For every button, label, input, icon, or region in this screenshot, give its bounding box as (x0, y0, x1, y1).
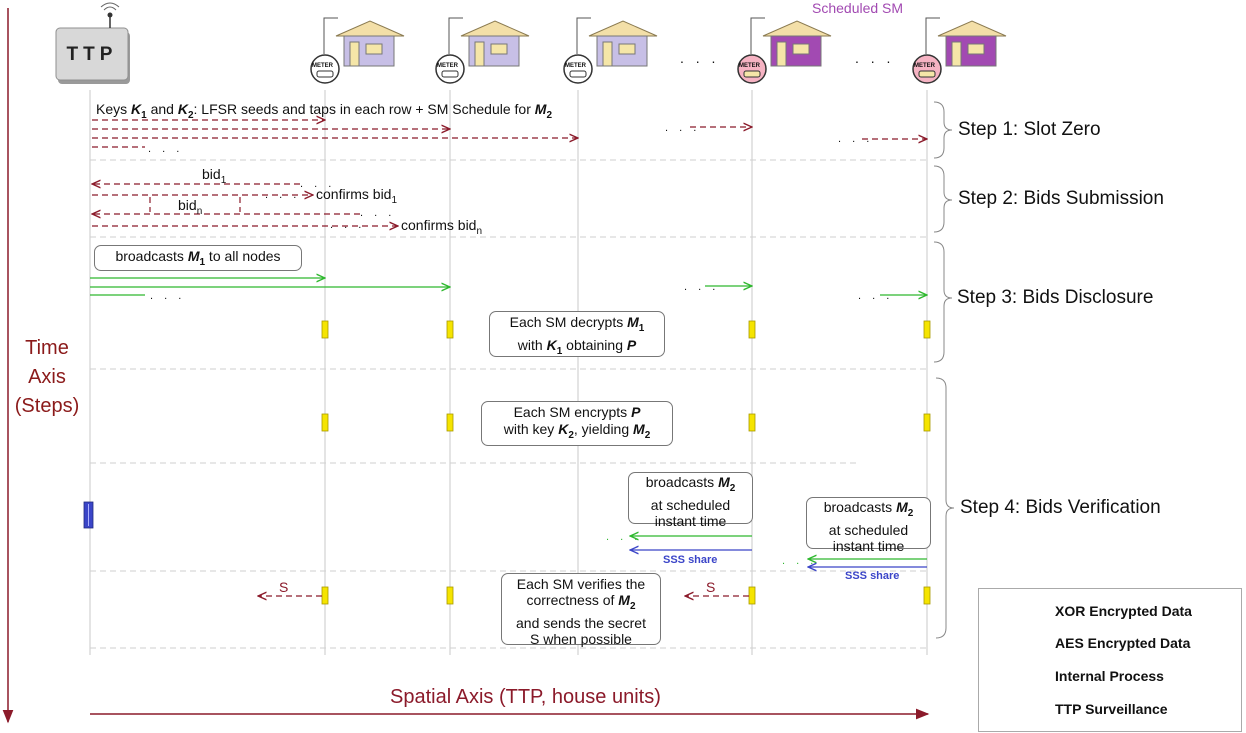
spatial-axis-label: Spatial Axis (TTP, house units) (390, 686, 661, 708)
legend-item-internal: Internal Process (979, 666, 1241, 690)
step1-label: Step 1: Slot Zero (958, 119, 1101, 140)
arrow-ellipsis: . . . (606, 531, 642, 543)
broadcasts-m1-box: broadcasts M1 to all nodes (94, 245, 302, 271)
arrow-ellipsis: . . . (858, 290, 894, 302)
house-ellipsis: . . . (680, 50, 720, 66)
meter-label: METER (312, 63, 333, 69)
scheduled-sm-label: Scheduled SM (812, 0, 904, 16)
step1-keys-text: Keys K1 and K2: LFSR seeds and taps in e… (96, 101, 553, 121)
house-ellipsis: . . . (855, 50, 895, 66)
arrow-ellipsis: . . . (150, 290, 186, 302)
arrow-ellipsis: . . . (360, 207, 396, 219)
legend-item-aes: AES Encrypted Data (979, 633, 1241, 657)
step1-arrows (92, 120, 927, 148)
ttp-node (55, 2, 130, 84)
legend-label: Internal Process (1055, 668, 1164, 684)
step2-arrows (92, 184, 398, 226)
step3-arrows (90, 278, 927, 295)
meter-label: METER (914, 63, 935, 69)
houses (310, 17, 1007, 84)
arrow-ellipsis: . . . (330, 219, 366, 231)
arrow-ellipsis: . . . (782, 555, 818, 567)
step2-label: Step 2: Bids Submission (958, 188, 1164, 209)
lifelines (89, 90, 928, 655)
ttp-label: TTP (66, 44, 118, 65)
confirms-bid1-label: confirms bid1 (316, 186, 398, 206)
step4-broadcast-arrows (630, 536, 927, 567)
arrow-ellipsis: . . . (300, 178, 336, 190)
legend-item-surveillance: TTP Surveillance (979, 699, 1241, 723)
confirms-bidn-label: confirms bidn (401, 217, 483, 237)
step-separators (90, 159, 930, 649)
bid1-label: bid1 (202, 166, 227, 186)
sss-share-label: SSS share (845, 570, 900, 582)
arrow-ellipsis: . . . (665, 122, 701, 134)
legend-item-xor: XOR Encrypted Data (979, 601, 1241, 625)
ttp-surveillance-bar (83, 501, 94, 529)
arrow-ellipsis: . . . (838, 133, 874, 145)
arrow-ellipsis: . . . (265, 189, 301, 201)
internal-process-encrypt (321, 413, 931, 432)
meter-label: METER (437, 63, 458, 69)
internal-process-step3 (321, 320, 931, 339)
legend-label: TTP Surveillance (1055, 701, 1168, 717)
bidn-label: bidn (178, 197, 203, 217)
legend-label: AES Encrypted Data (1055, 635, 1191, 651)
step-brackets (933, 101, 955, 639)
secret-s-label: S (706, 579, 716, 595)
legend: XOR Encrypted Data AES Encrypted Data In… (978, 588, 1242, 732)
meter-label: METER (739, 63, 760, 69)
legend-label: XOR Encrypted Data (1055, 603, 1192, 619)
arrow-ellipsis: . . . (684, 281, 720, 293)
step4-label: Step 4: Bids Verification (960, 497, 1161, 518)
secret-s-label: S (279, 579, 289, 595)
step3-label: Step 3: Bids Disclosure (957, 287, 1154, 308)
meter-label: METER (565, 63, 586, 69)
arrow-ellipsis: . . . (148, 143, 184, 155)
sss-share-label: SSS share (663, 554, 718, 566)
